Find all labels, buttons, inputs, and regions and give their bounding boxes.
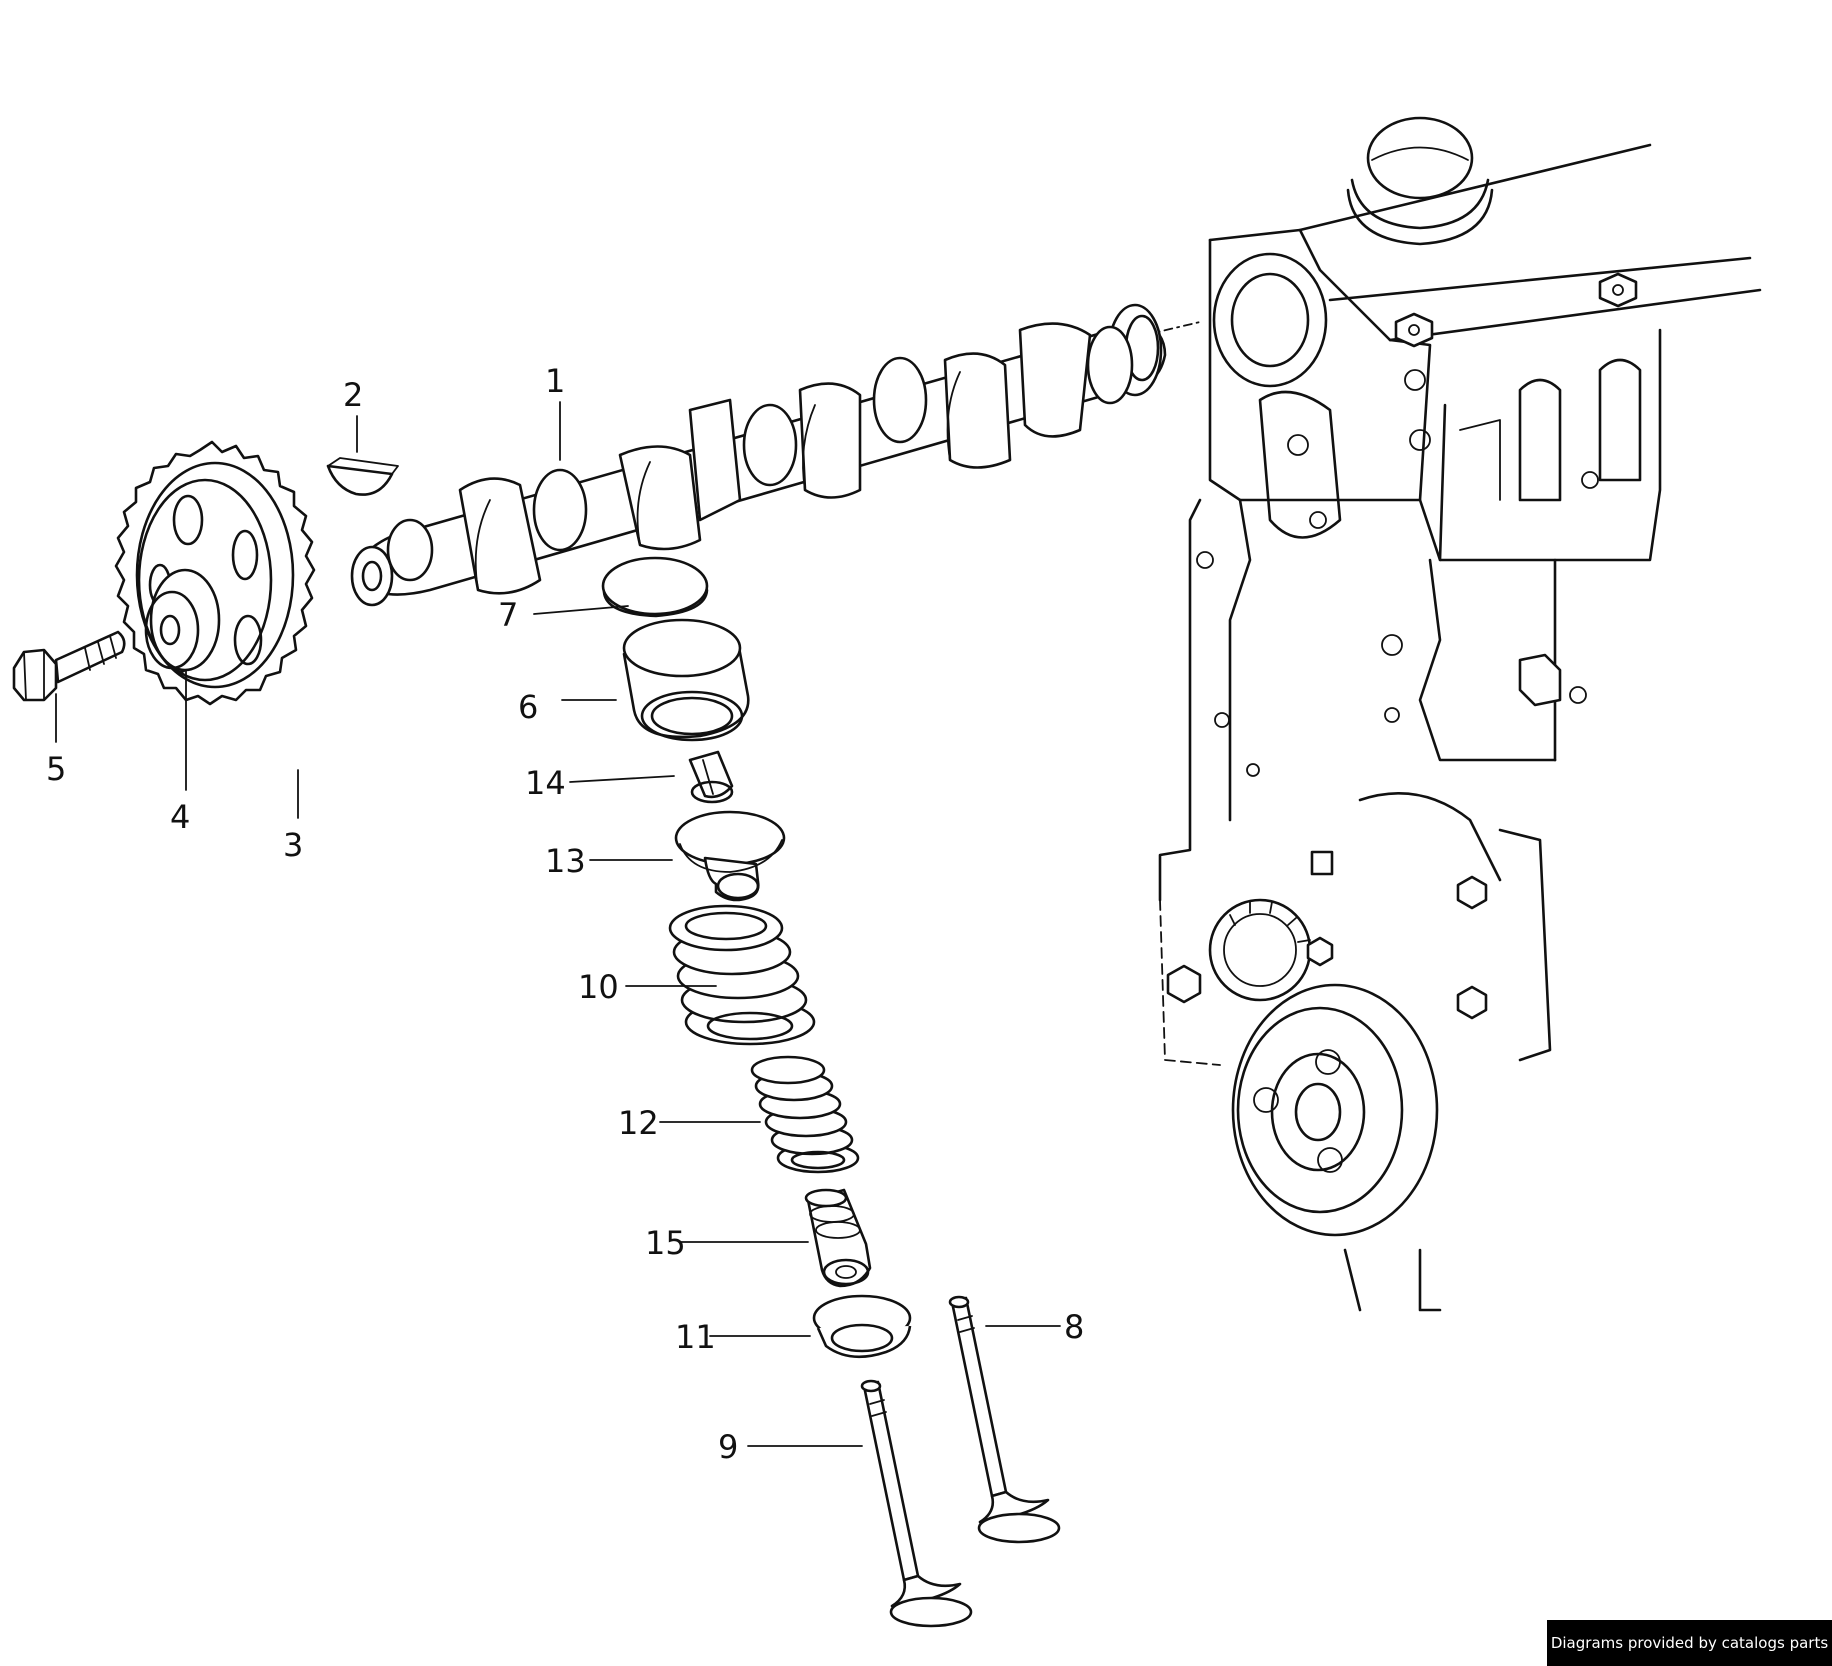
bucket-tappet: [622, 618, 750, 742]
callout-15: 15: [645, 1224, 686, 1262]
callout-11: 11: [675, 1318, 716, 1356]
valve-9: [860, 1379, 973, 1628]
engine-block: [1158, 116, 1762, 1312]
callout-4: 4: [170, 798, 190, 836]
camshaft-sprocket: [114, 440, 316, 706]
leader-lines: [55, 401, 1061, 1447]
callout-8: 8: [1064, 1308, 1084, 1346]
camshaft: [350, 303, 1201, 607]
callout-14: 14: [525, 764, 566, 802]
callout-13: 13: [545, 842, 586, 880]
woodruff-key: [326, 457, 399, 496]
crank-gear: [1208, 898, 1312, 1002]
inner-spring: [750, 1055, 860, 1174]
callout-5: 5: [46, 750, 66, 788]
shim: [601, 556, 709, 618]
credit-banner: Diagrams provided by catalogs parts: [1547, 1620, 1832, 1666]
callout-10: 10: [578, 968, 619, 1006]
valve-8: [948, 1295, 1061, 1544]
valve-cotters: [688, 750, 734, 804]
callout-9: 9: [718, 1428, 738, 1466]
callout-7: 7: [498, 596, 518, 634]
upper-spring-retainer: [674, 810, 786, 902]
valve-stem-seal: [804, 1188, 872, 1288]
callout-2: 2: [343, 376, 363, 414]
callout-1: 1: [545, 362, 565, 400]
callout-labels: 1 2 3 4 5 6 7 8 9 10 11 12 13 14 15: [46, 362, 1084, 1466]
callout-6: 6: [518, 688, 538, 726]
callout-12: 12: [618, 1104, 659, 1142]
callout-3: 3: [283, 826, 303, 864]
crank-pulley: [1231, 983, 1439, 1237]
lower-spring-seat: [812, 1294, 912, 1359]
outer-spring: [668, 904, 816, 1046]
sprocket-bolt: [12, 630, 126, 702]
